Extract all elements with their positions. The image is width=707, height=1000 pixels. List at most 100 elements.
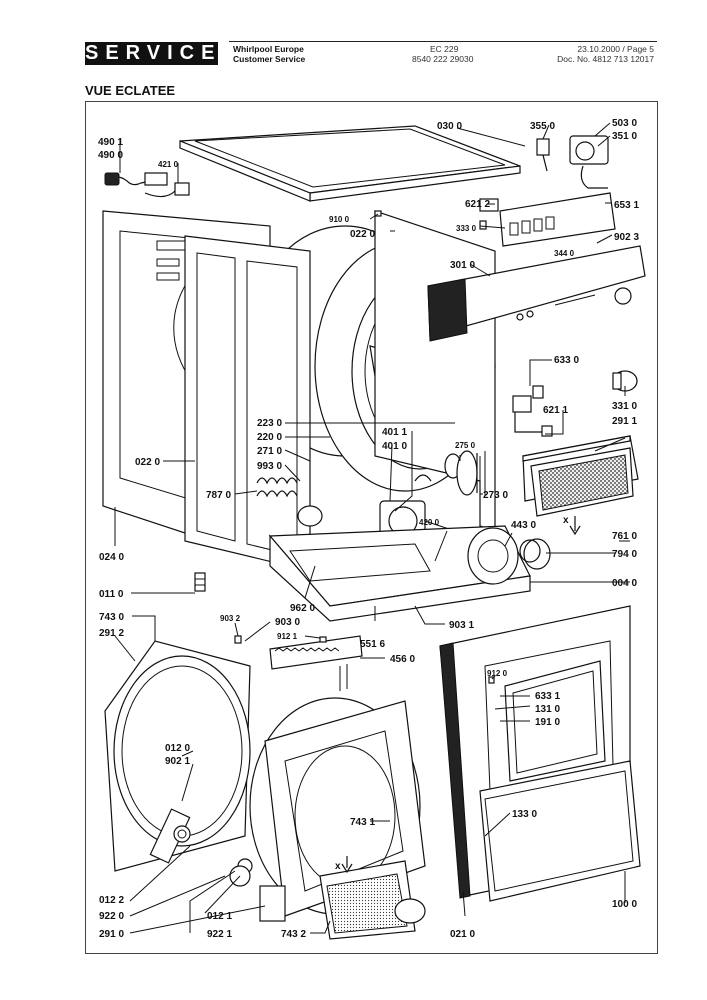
part-labels: 490 1 490 0 421 0 030 0 355 0 503 0 351 … — [98, 118, 639, 940]
part-label: 910 0 — [329, 215, 350, 224]
part-label: 351 0 — [612, 131, 637, 142]
control-board — [479, 192, 616, 247]
part-label: 004 0 — [612, 578, 637, 589]
front-bearing-shield — [249, 697, 426, 922]
screw — [319, 636, 327, 643]
diagram-frame — [85, 101, 658, 954]
part-label: 420 0 — [419, 518, 440, 527]
part-label: 022 0 — [350, 229, 375, 240]
part-label: 021 0 — [450, 929, 475, 940]
part-label: 273 0 — [483, 490, 508, 501]
part-label: 903 0 — [275, 617, 300, 628]
date-page: 23.10.2000 / Page 5 — [577, 44, 654, 54]
leader-lines — [114, 122, 630, 934]
part-label: 456 0 — [390, 654, 415, 665]
part-label: 220 0 — [257, 432, 282, 443]
part-label: 551 6 — [360, 639, 385, 650]
power-cord — [104, 172, 190, 198]
doc-number: Doc. No. 4812 713 12017 — [557, 54, 654, 64]
part-label: 922 0 — [99, 911, 124, 922]
rear-bearing-plate — [104, 640, 251, 872]
service-badge: SERVICE — [85, 42, 222, 65]
part-label: 012 2 — [99, 895, 124, 906]
part-label: 223 0 — [257, 418, 282, 429]
part-label: 912 0 — [487, 669, 508, 678]
company-department: Customer Service — [233, 54, 306, 64]
fan-housing — [467, 527, 551, 585]
knob — [612, 370, 638, 392]
part-label: 011 0 — [99, 589, 124, 600]
part-label: 903 1 — [449, 620, 474, 631]
part-label: 133 0 — [512, 809, 537, 820]
x-mark: x — [335, 861, 341, 872]
part-label: 012 0 — [165, 743, 190, 754]
part-label: 743 2 — [281, 929, 306, 940]
part-label: 621 2 — [465, 199, 490, 210]
part-label: 291 0 — [99, 929, 124, 940]
part-label: 633 1 — [535, 691, 560, 702]
top-cover — [179, 125, 521, 202]
part-label: 912 1 — [277, 632, 298, 641]
foot-screw — [194, 572, 206, 592]
part-label: 962 0 — [290, 603, 315, 614]
model-code: EC 229 — [430, 44, 459, 54]
header-rule — [229, 41, 657, 42]
company-name: Whirlpool Europe — [233, 44, 304, 54]
part-label: 271 0 — [257, 446, 282, 457]
control-panel — [427, 245, 646, 342]
part-label: 503 0 — [612, 118, 637, 129]
front-inner-panel — [184, 235, 311, 572]
terminal-block — [269, 635, 363, 691]
model-number: 8540 222 29030 — [412, 54, 474, 64]
screw — [234, 635, 242, 644]
part-label: 633 0 — [554, 355, 579, 366]
page-title: VUE ECLATEE — [85, 83, 176, 98]
part-label: 333 0 — [456, 224, 477, 233]
part-label: 291 1 — [612, 416, 637, 427]
heating-element — [256, 477, 323, 527]
part-label: 301 0 — [450, 260, 475, 271]
x-mark: x — [563, 515, 569, 526]
part-label: 275 0 — [455, 441, 476, 450]
part-label: 355 0 — [530, 121, 555, 132]
part-label: 100 0 — [612, 899, 637, 910]
part-label: 743 0 — [99, 612, 124, 623]
part-label: 903 2 — [220, 614, 241, 623]
screw — [488, 676, 495, 684]
part-label: 191 0 — [535, 717, 560, 728]
part-label: 131 0 — [535, 704, 560, 715]
door-panel — [479, 760, 641, 902]
part-label: 331 0 — [612, 401, 637, 412]
arrow-mark — [341, 856, 353, 874]
part-label: 443 0 — [511, 520, 536, 531]
part-label: 902 3 — [614, 232, 639, 243]
part-label: 012 1 — [207, 911, 232, 922]
timer-motor — [536, 135, 609, 189]
part-label: 024 0 — [99, 552, 124, 563]
lint-filter — [522, 435, 639, 517]
exploded-view-diagram: x x — [98, 118, 646, 940]
part-label: 401 0 — [382, 441, 407, 452]
arrow-mark — [569, 516, 581, 536]
part-label: 653 1 — [614, 200, 639, 211]
part-label: 794 0 — [612, 549, 637, 560]
part-label: 902 1 — [165, 756, 190, 767]
part-label: 621 1 — [543, 405, 568, 416]
sensor-assembly — [512, 385, 553, 437]
part-label: 490 1 — [98, 137, 123, 148]
part-label: 344 0 — [554, 249, 575, 258]
filter-housing — [319, 860, 426, 940]
part-label: 993 0 — [257, 461, 282, 472]
part-label: 743 1 — [350, 817, 375, 828]
part-label: 291 2 — [99, 628, 124, 639]
part-label: 401 1 — [382, 427, 407, 438]
screw — [374, 210, 382, 217]
gasket-ring — [519, 539, 541, 563]
part-label: 421 0 — [158, 160, 179, 169]
part-label: 787 0 — [206, 490, 231, 501]
part-label: 022 0 — [135, 457, 160, 468]
screw — [479, 220, 487, 230]
part-label: 922 1 — [207, 929, 232, 940]
part-label: 490 0 — [98, 150, 123, 161]
part-label: 030 0 — [437, 121, 462, 132]
